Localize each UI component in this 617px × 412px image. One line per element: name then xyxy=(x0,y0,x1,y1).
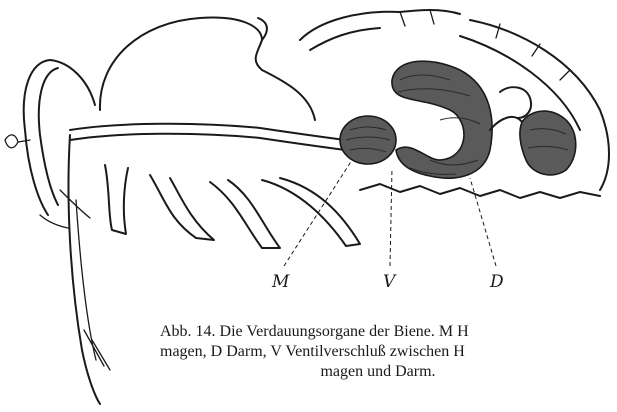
caption-line-3: magen und Darm. xyxy=(160,362,616,382)
legs xyxy=(40,165,360,248)
midgut-coil xyxy=(392,61,522,178)
thorax-outline xyxy=(100,18,315,120)
hindgut xyxy=(500,87,576,175)
label-m: M xyxy=(272,272,289,292)
label-d: D xyxy=(490,272,504,292)
caption-line-2: magen, D Darm, V Ventilverschluß zwische… xyxy=(160,342,616,362)
honey-stomach xyxy=(340,116,396,164)
figure-caption: Abb. 14. Die Verdauungsorgane der Biene.… xyxy=(160,322,616,382)
caption-line-1: Abb. 14. Die Verdauungsorgane der Biene.… xyxy=(160,322,616,342)
label-v: V xyxy=(383,272,395,292)
